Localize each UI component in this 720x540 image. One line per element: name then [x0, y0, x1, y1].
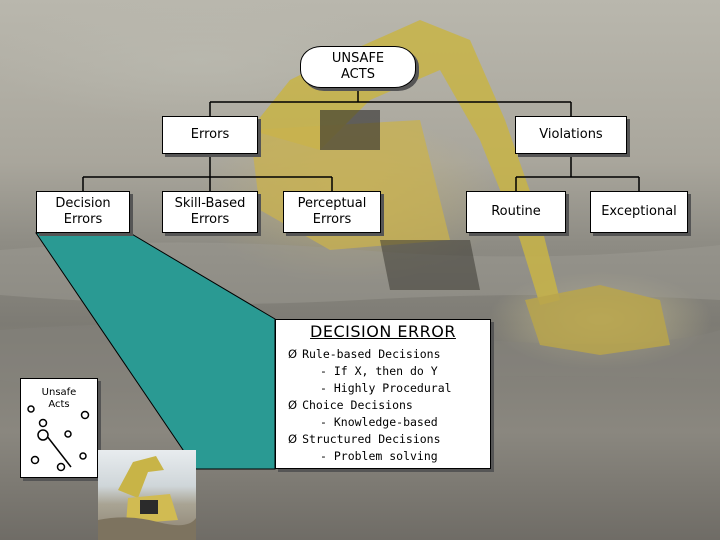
skill-based-errors-node: Skill-Based Errors — [162, 191, 258, 233]
unsafe-acts-label: UNSAFE ACTS — [331, 51, 385, 82]
detail-line-text: - If X, then do Y — [320, 364, 438, 378]
routine-node: Routine — [466, 191, 566, 233]
detail-line-text: - Problem solving — [320, 449, 438, 463]
detail-line-text: - Highly Procedural — [320, 381, 452, 395]
mini-node-graph — [27, 405, 90, 472]
bullet-arrow-icon: Ø — [288, 398, 298, 412]
violations-node: Violations — [515, 116, 627, 154]
errors-node: Errors — [162, 116, 258, 154]
mini-diagram-thumbnail: Unsafe Acts — [20, 378, 98, 478]
decision-errors-node: Decision Errors — [36, 191, 130, 233]
mini-label: Unsafe Acts — [41, 387, 77, 410]
bullet-arrow-icon: Ø — [288, 432, 298, 446]
exceptional-node: Exceptional — [590, 191, 688, 233]
detail-line-text: - Knowledge-based — [320, 415, 438, 429]
detail-bullet-item: Ø Choice Decisions — [280, 397, 486, 414]
detail-bullet-item: Ø Rule-based Decisions — [280, 346, 486, 363]
thumbnail-excavator-icon — [98, 456, 196, 540]
detail-line-text: Structured Decisions — [302, 432, 441, 446]
detail-line-text: Choice Decisions — [302, 398, 413, 412]
decision-error-detail-box: DECISION ERROR Ø Rule-based Decisions - If… — [275, 319, 491, 469]
detail-sub-item: - Knowledge-based — [280, 414, 486, 431]
detail-list: Ø Rule-based Decisions - If X, then do Y - … — [280, 346, 486, 465]
perceptual-errors-node: Perceptual Errors — [283, 191, 381, 233]
bullet-arrow-icon: Ø — [288, 347, 298, 361]
errors-label: Errors — [190, 127, 230, 142]
decision-errors-label: Decision Errors — [55, 196, 111, 227]
detail-sub-item: - If X, then do Y — [280, 363, 486, 380]
detail-bullet-item: Ø Structured Decisions — [280, 431, 486, 448]
unsafe-acts-node: UNSAFE ACTS — [300, 46, 416, 88]
detail-sub-item: - Problem solving — [280, 448, 486, 465]
routine-label: Routine — [491, 204, 541, 219]
detail-sub-item: - Highly Procedural — [280, 380, 486, 397]
excavator-photo-thumbnail — [98, 450, 196, 540]
detail-title: DECISION ERROR — [310, 322, 456, 341]
perceptual-errors-label: Perceptual Errors — [297, 196, 367, 227]
exceptional-label: Exceptional — [601, 204, 677, 219]
detail-line-text: Rule-based Decisions — [302, 347, 441, 361]
violations-label: Violations — [539, 127, 603, 142]
skill-based-errors-label: Skill-Based Errors — [174, 196, 246, 227]
